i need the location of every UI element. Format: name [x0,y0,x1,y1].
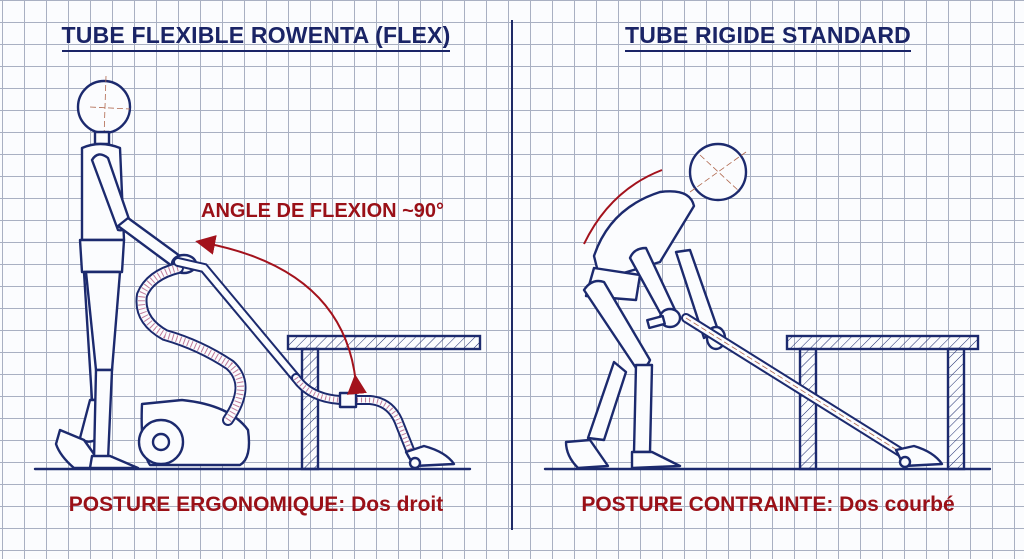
rigid-vacuum-wand [646,313,944,469]
panel-divider [511,20,513,530]
left-panel-caption: POSTURE ERGONOMIQUE: Dos droit [68,493,444,516]
flexion-angle-label: ANGLE DE FLEXION ~90° [201,200,445,222]
right-panel-rigid-tube: TUBE RIGIDE STANDARD POSTURE CONTRAINTE:… [512,0,1024,559]
left-panel-title: TUBE FLEXIBLE ROWENTA (FLEX) [0,22,512,52]
right-panel-caption: POSTURE CONTRAINTE: Dos courbé [581,493,955,516]
right-table [785,334,980,471]
flexion-angle-arc [195,235,367,395]
left-panel-flexible-tube: TUBE FLEXIBLE ROWENTA (FLEX) POSTURE ERG… [0,22,512,516]
bent-person-figure [564,142,748,470]
right-panel-title: TUBE RIGIDE STANDARD [512,22,1024,52]
upright-person-figure [54,75,198,470]
